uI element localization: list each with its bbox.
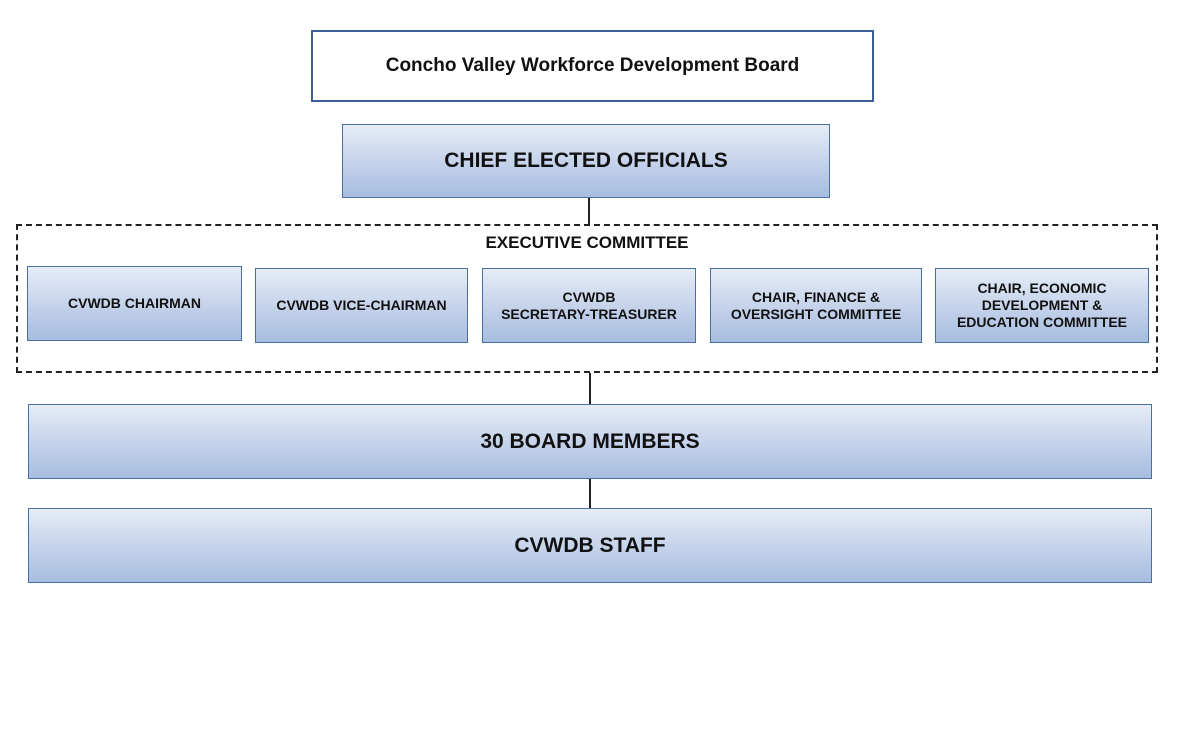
member-box-secretary-treasurer: CVWDB SECRETARY-TREASURER <box>482 268 696 343</box>
member-line: DEVELOPMENT & <box>981 297 1103 313</box>
executive-committee-label: EXECUTIVE COMMITTEE <box>485 233 689 252</box>
executive-committee-frame <box>16 224 1158 373</box>
member-box-chairman: CVWDB CHAIRMAN <box>27 266 242 341</box>
member-line: EDUCATION COMMITTEE <box>956 314 1128 330</box>
member-box-vice-chairman: CVWDB VICE-CHAIRMAN <box>255 268 468 343</box>
member-line: OVERSIGHT COMMITTEE <box>730 305 902 322</box>
member-line: CVWDB VICE-CHAIRMAN <box>276 297 447 313</box>
connector-board-to-staff <box>589 479 591 508</box>
member-line: SECRETARY-TREASURER <box>501 305 677 322</box>
member-box-economic-development-chair: CHAIR, ECONOMIC DEVELOPMENT & EDUCATION … <box>935 268 1149 343</box>
connector-ceo-to-executive <box>588 198 590 224</box>
member-box-finance-oversight-chair: CHAIR, FINANCE & OVERSIGHT COMMITTEE <box>710 268 922 343</box>
board-title-box: Concho Valley Workforce Development Boar… <box>311 30 874 102</box>
board-members-label: 30 BOARD MEMBERS <box>480 429 700 453</box>
member-line: CVWDB CHAIRMAN <box>68 295 201 311</box>
chief-elected-officials-box: CHIEF ELECTED OFFICIALS <box>342 124 830 198</box>
staff-label: CVWDB STAFF <box>514 533 666 557</box>
board-members-box: 30 BOARD MEMBERS <box>28 404 1152 479</box>
board-title: Concho Valley Workforce Development Boar… <box>385 55 800 76</box>
connector-executive-to-board <box>589 373 591 404</box>
member-line: CVWDB <box>562 288 616 305</box>
chief-elected-officials-label: CHIEF ELECTED OFFICIALS <box>444 149 728 172</box>
member-line: CHAIR, ECONOMIC <box>977 280 1107 296</box>
member-line: CHAIR, FINANCE & <box>751 288 881 305</box>
staff-box: CVWDB STAFF <box>28 508 1152 583</box>
